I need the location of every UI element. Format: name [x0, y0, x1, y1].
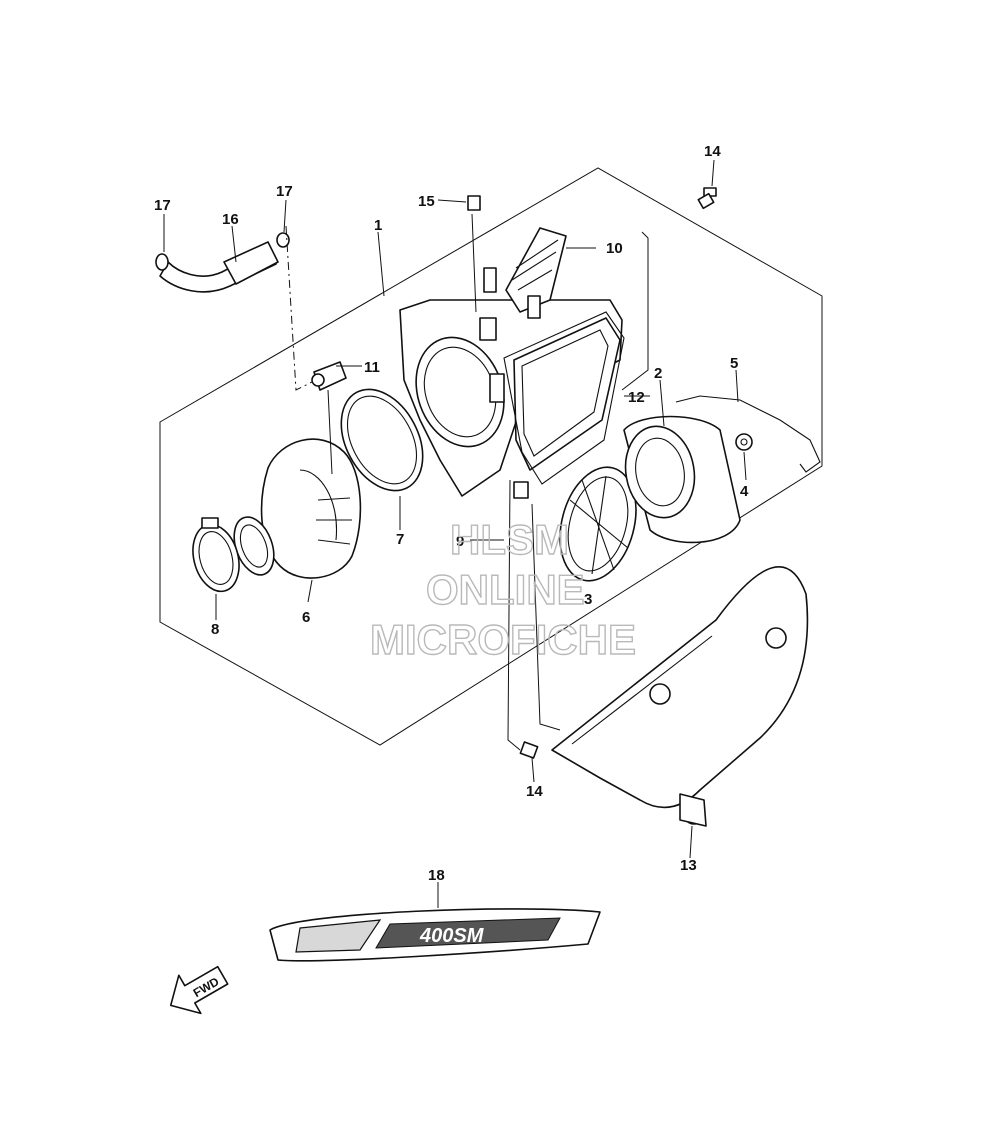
watermark: HLSM ONLINE MICROFICHE: [369, 515, 636, 663]
watermark-line-3: MICROFICHE: [370, 616, 636, 663]
stud: [527, 295, 541, 319]
callout-18: 18: [428, 867, 445, 884]
decal-text: 400SM: [419, 925, 485, 947]
callout-10: 10: [606, 240, 623, 257]
bolt-15: [467, 195, 481, 211]
callout-15: 15: [418, 193, 435, 210]
decal-18: 400SM: [269, 908, 601, 962]
callout-14-bottom: 14: [526, 783, 543, 800]
watermark-line-1: HLSM: [450, 516, 569, 563]
filter-element-3: [559, 466, 637, 582]
bolt-14-bottom: [519, 741, 539, 759]
callout-2: 2: [654, 365, 662, 382]
callout-8: 8: [211, 621, 219, 638]
air-cleaner-case: [399, 299, 623, 499]
callouts: 1 2 3 4 5 6 7 8 9 10 11 12 13 14 14 15 1…: [154, 143, 749, 884]
callout-14-top: 14: [704, 143, 721, 160]
callout-3: 3: [584, 591, 592, 608]
watermark-line-2: ONLINE: [426, 566, 585, 613]
stud: [483, 267, 497, 293]
callout-12: 12: [628, 389, 645, 406]
callout-16: 16: [222, 211, 239, 228]
callout-9: 9: [456, 533, 464, 550]
forward-arrow: FWD: [169, 965, 229, 1015]
air-filter-2: [623, 415, 741, 544]
stud: [479, 317, 497, 341]
callout-11: 11: [364, 359, 380, 376]
grommet-4: [735, 433, 753, 451]
callout-5: 5: [730, 355, 738, 372]
callout-17-left: 17: [154, 197, 171, 214]
callout-4: 4: [740, 483, 749, 500]
spring-5: [675, 395, 821, 473]
leader-lines: [163, 159, 747, 908]
fitting-11: [311, 361, 347, 391]
callout-7: 7: [396, 531, 404, 548]
callout-1: 1: [374, 217, 382, 234]
callout-6: 6: [302, 609, 310, 626]
clamp-8: [192, 517, 240, 593]
callout-13: 13: [680, 857, 697, 874]
callout-17-right: 17: [276, 183, 293, 200]
side-cover-13: [551, 566, 809, 827]
tube-10: [505, 227, 567, 313]
grommet-4-hole: [740, 438, 748, 446]
hose-dash-leader: [285, 225, 341, 391]
bolt-14-top: [697, 187, 717, 210]
seal-12: [503, 311, 625, 485]
assembly-boundary: [159, 167, 823, 746]
intake-boot-6: [233, 438, 362, 579]
breather-hose: [155, 232, 290, 293]
sealing-ring-7: [340, 388, 424, 492]
